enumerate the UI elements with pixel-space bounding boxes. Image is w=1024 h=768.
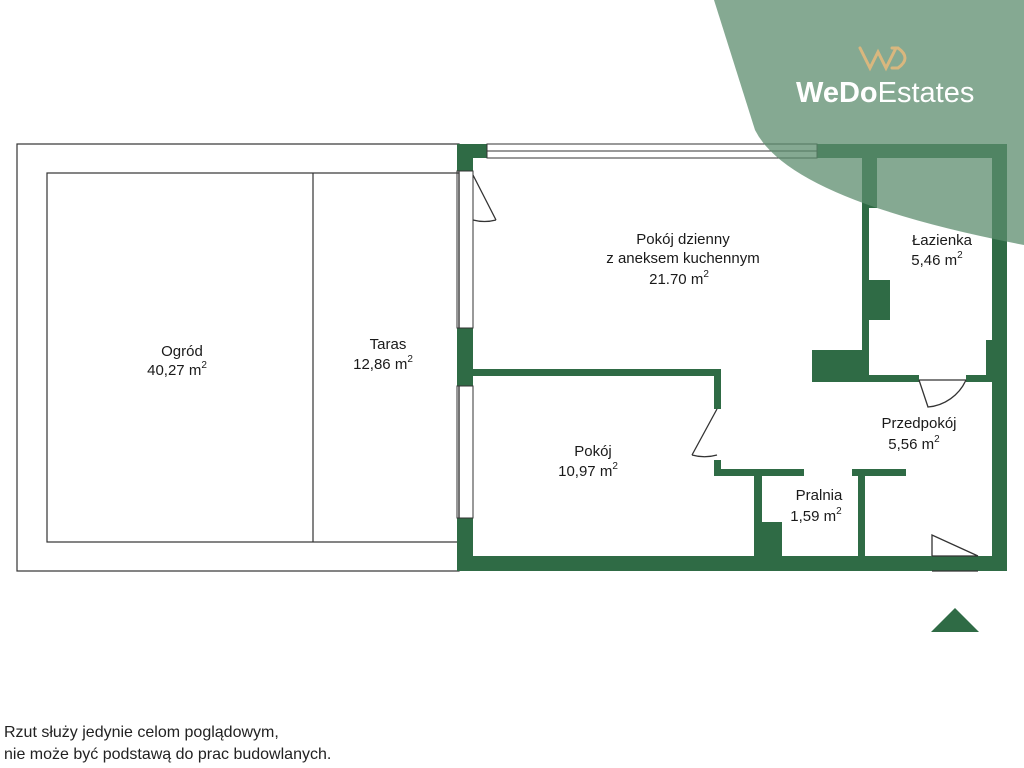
room-area-laundry: 1,59 m2 (790, 506, 842, 525)
room-name-garden: Ogród (161, 343, 203, 360)
doors (472, 174, 979, 572)
entrance-door-icon (931, 533, 979, 572)
room-area-hallway: 5,56 m2 (888, 434, 940, 453)
terrace-door-icon (472, 174, 497, 223)
room-labels: Ogród 40,27 m2 Taras 12,86 m2 Pokój dzie… (147, 231, 973, 525)
disclaimer-line1: Rzut służy jedynie celom poglądowym, (4, 724, 279, 741)
room-area-living: 21.70 m2 (649, 269, 709, 288)
wd-monogram-icon (858, 46, 907, 72)
disclaimer: Rzut służy jedynie celom poglądowym, nie… (4, 722, 331, 766)
bathroom-door-icon (918, 379, 967, 408)
apartment-walls (457, 144, 1007, 571)
room-area-garden: 40,27 m2 (147, 360, 207, 379)
room-name-living: Pokój dzienny (636, 231, 730, 248)
room-name-laundry: Pralnia (796, 487, 843, 504)
room-name-room: Pokój (574, 443, 612, 460)
north-triangle-icon (931, 608, 979, 632)
room-door-icon (691, 408, 718, 458)
room-name-terrace: Taras (370, 336, 407, 353)
windows (456, 143, 818, 519)
room-area-room: 10,97 m2 (558, 461, 618, 480)
brand-banner (714, 0, 1024, 245)
room-area-terrace: 12,86 m2 (353, 354, 413, 373)
disclaimer-line2: nie może być podstawą do prac budowlanyc… (4, 746, 332, 763)
room-name-hallway: Przedpokój (881, 415, 956, 432)
room-area-bathroom: 5,46 m2 (911, 250, 963, 269)
room-name-living-line2: z aneksem kuchennym (606, 250, 759, 267)
room-name-bathroom: Łazienka (912, 232, 973, 249)
brand-name: WeDoEstates (796, 77, 974, 109)
